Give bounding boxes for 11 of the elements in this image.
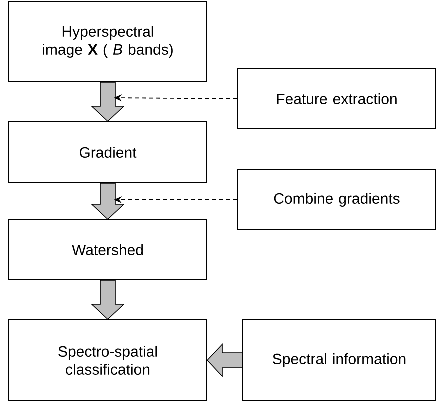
block-arrow bbox=[91, 183, 126, 220]
block-arrow bbox=[91, 280, 126, 320]
process-box: Gradient bbox=[8, 122, 208, 184]
block-arrow bbox=[206, 343, 243, 378]
block-arrow bbox=[91, 82, 126, 122]
process-box: Feature extraction bbox=[238, 68, 436, 130]
process-box: Combine gradients bbox=[238, 170, 436, 230]
process-box: Watershed bbox=[8, 220, 208, 280]
process-box: Spectro-spatial classification bbox=[8, 320, 208, 402]
process-box: Spectral information bbox=[242, 320, 436, 402]
process-box: Hyperspectral image X ( B bands) bbox=[8, 2, 208, 82]
